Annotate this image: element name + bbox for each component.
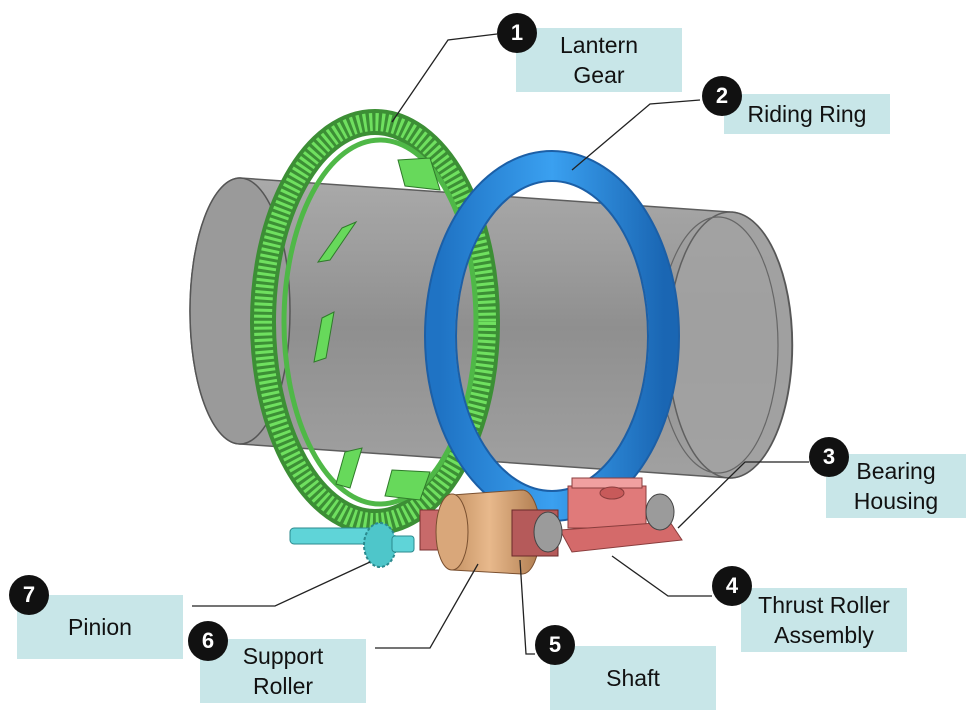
leader-lines [192,33,809,655]
callout-label-support-roller: Support Roller [200,639,366,703]
callout-label-line: Assembly [774,622,874,648]
callout-label-line: Bearing [856,458,936,484]
callout-label-thrust-roller-assembly: Thrust Roller Assembly [741,588,907,652]
callout-number-badge: 3 [809,437,849,477]
callout-number-badge: 1 [497,13,537,53]
leader-line-7 [192,561,371,607]
callout-label-shaft: Shaft [550,646,716,710]
callout-number-badge: 4 [712,566,752,606]
callout-label-riding-ring: Riding Ring [724,94,890,134]
callout-label-bearing-housing: Bearing Housing [826,454,966,518]
leader-line-1 [391,33,498,123]
callout-label-line: Shaft [606,665,660,691]
leader-line-5 [519,559,535,655]
callout-label-line: Pinion [68,614,132,640]
leader-line-4 [611,555,712,597]
leader-line-6 [375,563,479,649]
support-roller [419,489,563,575]
callout-label-line: Support [242,643,324,669]
callout-number-badge: 5 [535,625,575,665]
lantern-gear [250,109,500,535]
callout-label-line: Thrust Roller [758,592,890,618]
leader-line-3 [677,461,809,529]
bearing-housing [559,477,683,553]
callout-label-line: Roller [252,673,314,699]
pinion [289,522,415,568]
callout-number-badge: 7 [9,575,49,615]
callout-label-lantern-gear: Lantern Gear [516,28,682,92]
callout-number-badge: 2 [702,76,742,116]
callout-label-line: Riding Ring [747,101,867,127]
callout-label-line: Gear [573,62,625,88]
leader-line-2 [571,99,701,171]
callout-label-line: Lantern [559,32,638,58]
callout-number-badge: 6 [188,621,228,661]
callout-label-line: Housing [853,488,939,514]
